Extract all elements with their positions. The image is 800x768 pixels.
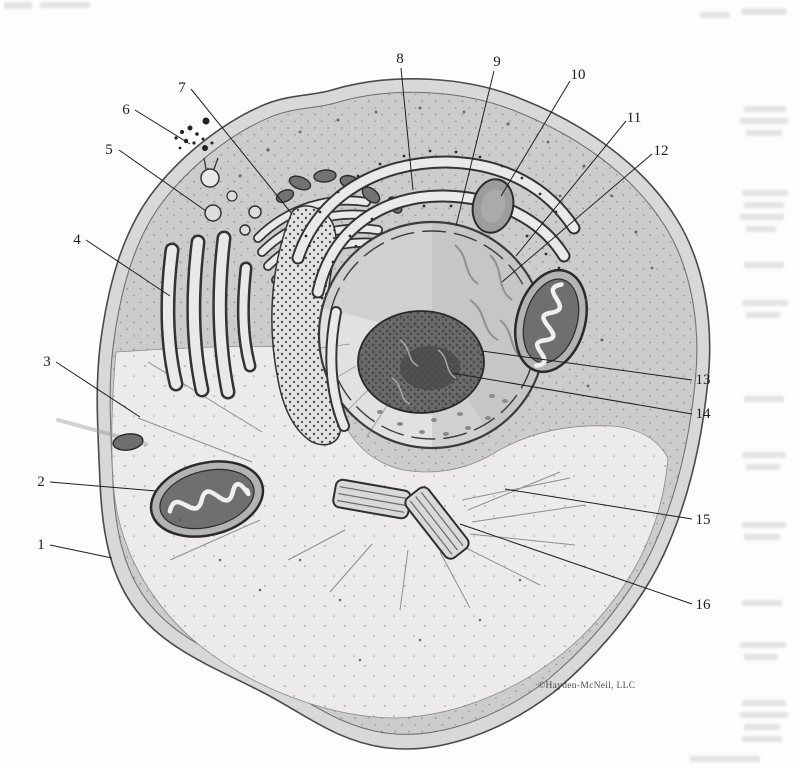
leader-line-5	[118, 149, 207, 212]
label-14: 14	[696, 406, 712, 422]
label-4: 4	[73, 232, 81, 248]
label-13: 13	[696, 372, 711, 388]
leader-lines	[49, 67, 693, 605]
number-labels: 1 2 3 4 5 6 7 8 9 10 11 12 13 14 15 16	[37, 51, 711, 613]
leader-line-3	[55, 361, 141, 418]
mitochondrion-left	[149, 460, 265, 538]
leader-line-14	[451, 372, 693, 415]
smooth-endoplasmic-reticulum	[160, 230, 257, 400]
leader-line-4	[85, 239, 171, 297]
cytoplasm-cut-face	[111, 345, 669, 719]
label-7: 7	[178, 80, 186, 96]
leader-line-16	[459, 523, 693, 605]
nuclear-pores	[377, 394, 508, 436]
label-9: 9	[493, 54, 501, 70]
mitochondrion-right	[514, 268, 588, 374]
leader-line-15	[504, 488, 693, 520]
centrioles	[332, 478, 470, 560]
label-11: 11	[627, 110, 641, 126]
label-3: 3	[43, 354, 51, 370]
endocytic-vesicles	[174, 117, 238, 222]
free-ribosomes	[178, 106, 654, 662]
leader-line-6	[134, 109, 191, 145]
leader-line-1	[49, 544, 113, 559]
leader-line-10	[500, 80, 571, 197]
leader-line-11	[515, 120, 627, 257]
rough-er-cisternae	[291, 149, 581, 432]
label-12: 12	[654, 143, 669, 159]
nucleus	[317, 220, 547, 450]
leader-line-2	[49, 481, 157, 492]
label-15: 15	[696, 512, 711, 528]
label-1: 1	[37, 537, 45, 553]
label-8: 8	[396, 51, 404, 67]
label-5: 5	[105, 142, 113, 158]
leader-line-13	[481, 350, 693, 381]
label-2: 2	[37, 474, 45, 490]
leader-line-8	[400, 67, 414, 191]
storage-vesicle	[112, 433, 144, 451]
leader-line-12	[501, 153, 653, 283]
copyright-text: ©Hayden-McNeil, LLC	[538, 680, 635, 691]
label-10: 10	[571, 67, 586, 83]
leader-line-7	[190, 88, 293, 215]
label-16: 16	[696, 597, 712, 613]
nucleolus	[357, 310, 485, 414]
label-6: 6	[122, 102, 130, 118]
leader-line-9	[455, 70, 495, 227]
print-bleedthrough	[4, 2, 788, 762]
